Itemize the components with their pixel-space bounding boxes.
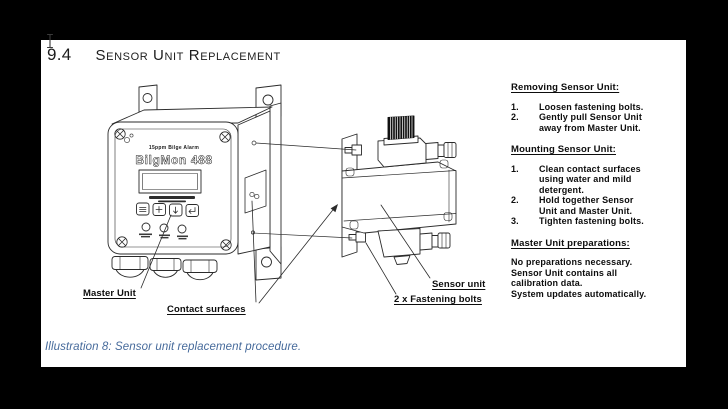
sensor-unit-drawing [341, 115, 457, 265]
label-contact-surfaces: Contact surfaces [167, 304, 246, 315]
list-item: 1. Loosen fastening bolts. [511, 101, 644, 112]
device-tagline: 15ppm Bilge Alarm [149, 145, 199, 151]
leader-contact-master [251, 200, 257, 303]
leader-lines [140, 200, 431, 304]
list-item: 3. Tighten fastening bolts. [511, 216, 644, 226]
sensor-body [341, 159, 457, 234]
replacement-diagram: 15ppm Bilge Alarm BilgMon 488 [107, 84, 457, 304]
device-model: BilgMon 488 [135, 153, 212, 167]
label-master-unit: Master Unit [83, 288, 136, 299]
corner-screws [114, 128, 232, 251]
mounting-heading: Mounting Sensor Unit: [511, 144, 616, 155]
leader-contact-sensor [258, 205, 337, 304]
panel-fine-print [149, 196, 195, 203]
panel-ornament [124, 133, 134, 143]
keypad-buttons [136, 202, 199, 217]
label-sensor-unit: Sensor unit [432, 279, 486, 290]
preparations-section: Master Unit preparations: No preparation… [511, 237, 699, 300]
front-panel-inner [114, 128, 232, 248]
leader-fastening-bolts [365, 242, 397, 295]
removing-section: Removing Sensor Unit: 1. Loosen fastenin… [511, 82, 699, 133]
instruction-column: Removing Sensor Unit: 1. Loosen fastenin… [511, 82, 699, 311]
section-title: Sensor Unit Replacement [95, 47, 281, 64]
list-item: 1. Clean contact surfaces using water an… [511, 163, 641, 195]
illustration-caption: Illustration 8: Sensor unit replacement … [45, 341, 302, 353]
section-number: 9.4 [47, 45, 72, 64]
list-item: 2. Hold together Sensor Unit and Master … [511, 195, 634, 216]
leader-arrowhead [330, 204, 338, 213]
sensor-bottom-block [377, 228, 421, 258]
mounting-tab-top-left [138, 84, 158, 113]
cable-glands [111, 256, 218, 281]
preparations-heading: Master Unit preparations: [511, 237, 630, 249]
leader-master-unit [140, 214, 172, 289]
alignment-lines [252, 142, 357, 239]
section-heading: 9.4 Sensor Unit Replacement [47, 45, 281, 65]
master-unit-drawing: 15ppm Bilge Alarm BilgMon 488 [107, 84, 282, 281]
back-plate [269, 102, 282, 265]
lcd-display [138, 169, 202, 194]
status-leds [139, 222, 188, 240]
preparations-text: No preparations necessary. Sensor Unit c… [511, 257, 647, 299]
text-cursor-icon [46, 33, 54, 49]
removing-heading: Removing Sensor Unit: [511, 82, 620, 93]
sensor-top-block [377, 137, 427, 168]
leader-sensor-unit [380, 204, 431, 279]
pipe-fitting-top [425, 142, 457, 160]
sensor-bottom-stub [393, 255, 411, 265]
knurled-knob [387, 115, 415, 140]
list-item: 2. Gently pull Sensor Unit away from Mas… [511, 112, 642, 133]
contact-surface-plate [244, 169, 267, 214]
mounting-section: Mounting Sensor Unit: 1. Clean contact s… [511, 144, 699, 227]
label-fastening-bolts: 2 x Fastening bolts [394, 294, 482, 305]
document-page: 9.4 Sensor Unit Replacement [41, 40, 686, 367]
pipe-fitting-bottom [419, 232, 451, 251]
